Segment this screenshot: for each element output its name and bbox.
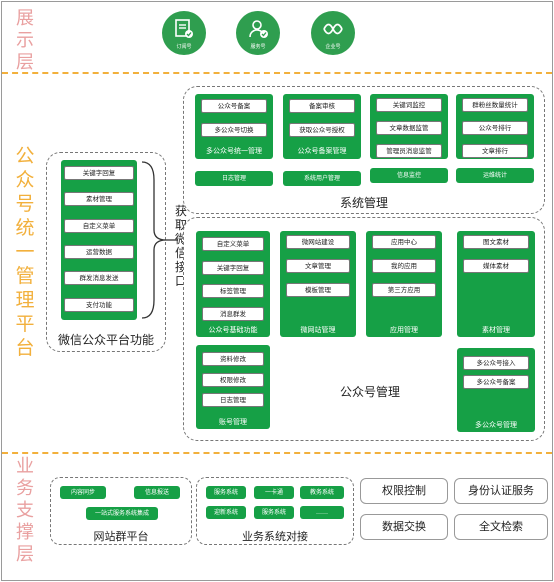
user-check-icon	[249, 20, 268, 38]
service-circle[interactable]: 服务号	[236, 11, 280, 55]
system-panel-title: 系统管理	[339, 196, 388, 210]
system-item[interactable]: 多公众号切换	[201, 123, 267, 137]
account-item[interactable]: 日志管理	[202, 393, 264, 407]
account-item[interactable]: 我的应用	[372, 259, 436, 273]
account-item[interactable]: 应用中心	[372, 235, 436, 249]
service-label: 服务号	[250, 44, 266, 50]
subscription-circle[interactable]: 订阅号	[162, 11, 206, 55]
account-item[interactable]: 权限修改	[202, 373, 264, 387]
account-group-caption: 多公众号管理	[475, 421, 517, 429]
account-item[interactable]: 关键字回复	[202, 261, 264, 275]
system-group-caption: 公众号备案管理	[297, 147, 347, 155]
account-group-caption: 公众号基础功能	[208, 326, 258, 334]
account-item[interactable]: 自定义菜单	[202, 237, 264, 251]
account-panel-title: 公众号管理	[339, 385, 400, 399]
biz-item[interactable]: 服务系统	[206, 486, 246, 499]
account-item[interactable]: 图文素材	[463, 235, 529, 249]
system-item[interactable]: 公众号排行	[462, 121, 528, 135]
document-icon	[175, 19, 193, 38]
wechat-item[interactable]: 运营数据	[64, 245, 134, 259]
wechat-item[interactable]: 素材管理	[64, 192, 134, 206]
wechat-functions-list	[61, 160, 137, 320]
system-item[interactable]: 公众号备案	[201, 99, 267, 113]
site-group-item[interactable]: 内容同步	[60, 486, 106, 499]
enterprise-label: 企业号	[325, 44, 341, 50]
site-group-item[interactable]: 信息报送	[134, 486, 180, 499]
service-box[interactable]: 数据交换	[360, 514, 448, 540]
system-item[interactable]: 文章数据监管	[376, 121, 442, 135]
system-item[interactable]: 管理员消息监管	[376, 144, 442, 158]
account-group-caption: 微网站管理	[300, 326, 336, 334]
system-item[interactable]: 文章排行	[462, 144, 528, 158]
account-item[interactable]: 多公众号接入	[463, 356, 529, 370]
account-item[interactable]: 媒体素材	[463, 259, 529, 273]
biz-panel-title: 业务系统对接	[242, 530, 308, 543]
platform-layer-text: 公众号统一管理平台	[15, 145, 35, 359]
account-item[interactable]: 文章管理	[286, 259, 350, 273]
account-item[interactable]: 微网站建设	[286, 235, 350, 249]
link-icon	[323, 23, 343, 35]
system-item[interactable]: 群粉丝数量统计	[462, 98, 528, 112]
account-group-caption: 账号管理	[219, 418, 247, 426]
biz-item[interactable]: 迎新系统	[206, 506, 246, 519]
system-item[interactable]: 获取公众号授权	[289, 123, 355, 137]
account-item[interactable]: 第三方应用	[372, 283, 436, 297]
wechat-item[interactable]: 群发消息发送	[64, 271, 134, 285]
service-box[interactable]: 权限控制	[360, 478, 448, 504]
biz-item[interactable]: 教务系统	[300, 486, 344, 499]
layer-divider-bottom	[2, 452, 552, 454]
account-group-caption: 素材管理	[482, 326, 510, 334]
account-item[interactable]: 多公众号备案	[463, 375, 529, 389]
bracket-connector	[141, 161, 178, 319]
site-group-item[interactable]: 一站式服务系统集成	[86, 507, 158, 520]
system-bottom-item[interactable]: 信息监控	[370, 168, 448, 183]
support-layer-text: 业务支撑层	[16, 456, 34, 565]
site-group-title: 网站群平台	[93, 530, 149, 543]
enterprise-circle[interactable]: 企业号	[311, 11, 355, 55]
account-item[interactable]: 资料修改	[202, 352, 264, 366]
wechat-item[interactable]: 支付功能	[64, 298, 134, 312]
account-item[interactable]: 消息群发	[202, 307, 264, 321]
system-bottom-item[interactable]: 系统用户管理	[283, 171, 361, 186]
subscription-label: 订阅号	[176, 44, 192, 50]
wechat-item[interactable]: 关键字回复	[64, 166, 134, 180]
account-group-caption: 应用管理	[390, 326, 418, 334]
account-item[interactable]: 模板管理	[286, 283, 350, 297]
wechat-item[interactable]: 自定义菜单	[64, 219, 134, 233]
biz-item[interactable]: 服务系统	[254, 506, 294, 519]
display-layer-label: 展示层	[10, 8, 40, 74]
support-layer-label: 业务支撑层	[10, 456, 40, 566]
service-box[interactable]: 身份认证服务	[454, 478, 548, 504]
system-group-caption: 多公众号统一管理	[206, 147, 262, 155]
system-item[interactable]: 关键词监控	[376, 98, 442, 112]
display-layer-text: 展示层	[16, 8, 34, 73]
wechat-panel-title: 微信公众平台功能	[57, 333, 154, 347]
system-bottom-item[interactable]: 运维统计	[456, 168, 534, 183]
biz-item[interactable]: ……	[300, 506, 344, 519]
service-box[interactable]: 全文检索	[454, 514, 548, 540]
system-bottom-item[interactable]: 日志管理	[195, 171, 273, 186]
account-item[interactable]: 标签管理	[202, 284, 264, 298]
platform-layer-label: 公众号统一管理平台	[12, 144, 38, 360]
system-item[interactable]: 备案审核	[289, 99, 355, 113]
biz-item[interactable]: 一卡通	[254, 486, 294, 499]
layer-divider-top	[2, 72, 552, 74]
